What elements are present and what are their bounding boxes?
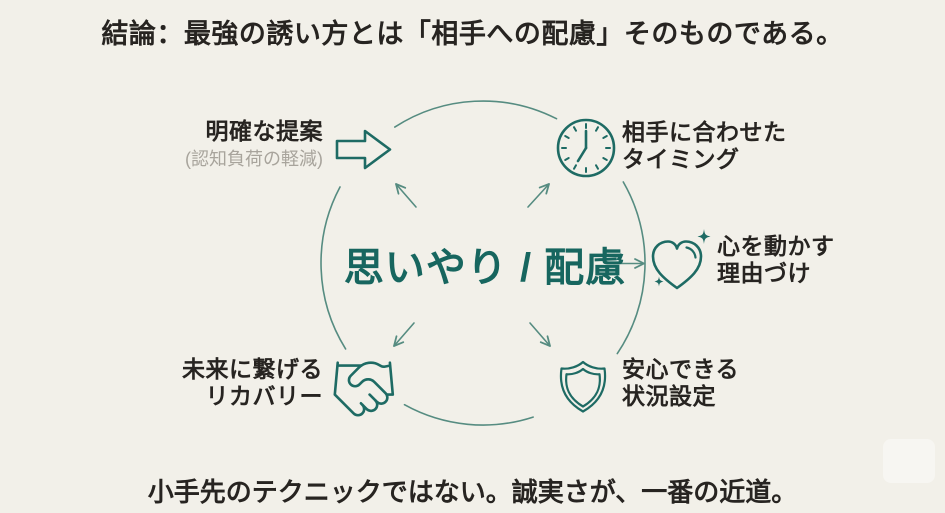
node-recovery-line2: リカバリー bbox=[205, 382, 323, 409]
sparkle-heart-icon bbox=[651, 229, 711, 290]
cycle-arc-bottom bbox=[403, 403, 534, 426]
cycle-circle bbox=[320, 100, 646, 426]
node-safety-line1: 安心できる bbox=[622, 356, 740, 382]
node-safety: 安心できる 状況設定 bbox=[622, 356, 739, 409]
arrow-to-recovery bbox=[393, 322, 415, 347]
node-recovery-line1: 未来に繋げる bbox=[182, 356, 323, 382]
footer-text: 小手先のテクニックではない。誠実さが、一番の近道。 bbox=[147, 477, 798, 507]
node-timing-line2: タイミング bbox=[622, 145, 740, 172]
node-reason-line1: 心を動かす bbox=[717, 233, 835, 259]
arrow-to-proposal bbox=[395, 183, 417, 208]
cycle-arc-right bbox=[616, 181, 646, 355]
node-reason-line2: 理由づけ bbox=[717, 259, 811, 286]
page-title: 結論：最強の誘い方とは「相手への配慮」そのものである。 bbox=[101, 19, 844, 49]
outward-arrows bbox=[393, 183, 645, 347]
arrow-to-timing bbox=[527, 183, 550, 208]
cycle-arc-left bbox=[320, 186, 347, 350]
shield-icon bbox=[559, 360, 607, 413]
node-recovery: 未来に繋げる リカバリー bbox=[182, 356, 323, 409]
node-reason: 心を動かす 理由づけ bbox=[717, 233, 835, 286]
watermark bbox=[883, 439, 935, 483]
arrow-to-safety bbox=[529, 322, 551, 347]
node-proposal: 明確な提案 (認知負荷の軽減) bbox=[185, 118, 323, 170]
block-arrow-right-icon bbox=[335, 129, 392, 170]
node-timing-line1: 相手に合わせた bbox=[622, 119, 787, 145]
center-concept-label: 思いやり / 配慮 bbox=[343, 246, 627, 290]
node-timing: 相手に合わせた タイミング bbox=[622, 119, 787, 172]
handshake-icon bbox=[333, 361, 395, 417]
node-safety-line2: 状況設定 bbox=[622, 382, 716, 409]
node-proposal-subtext: (認知負荷の軽減) bbox=[185, 148, 323, 169]
cycle-arc-top bbox=[394, 100, 558, 128]
node-proposal-label: 明確な提案 bbox=[205, 118, 323, 144]
clock-icon bbox=[556, 118, 616, 178]
